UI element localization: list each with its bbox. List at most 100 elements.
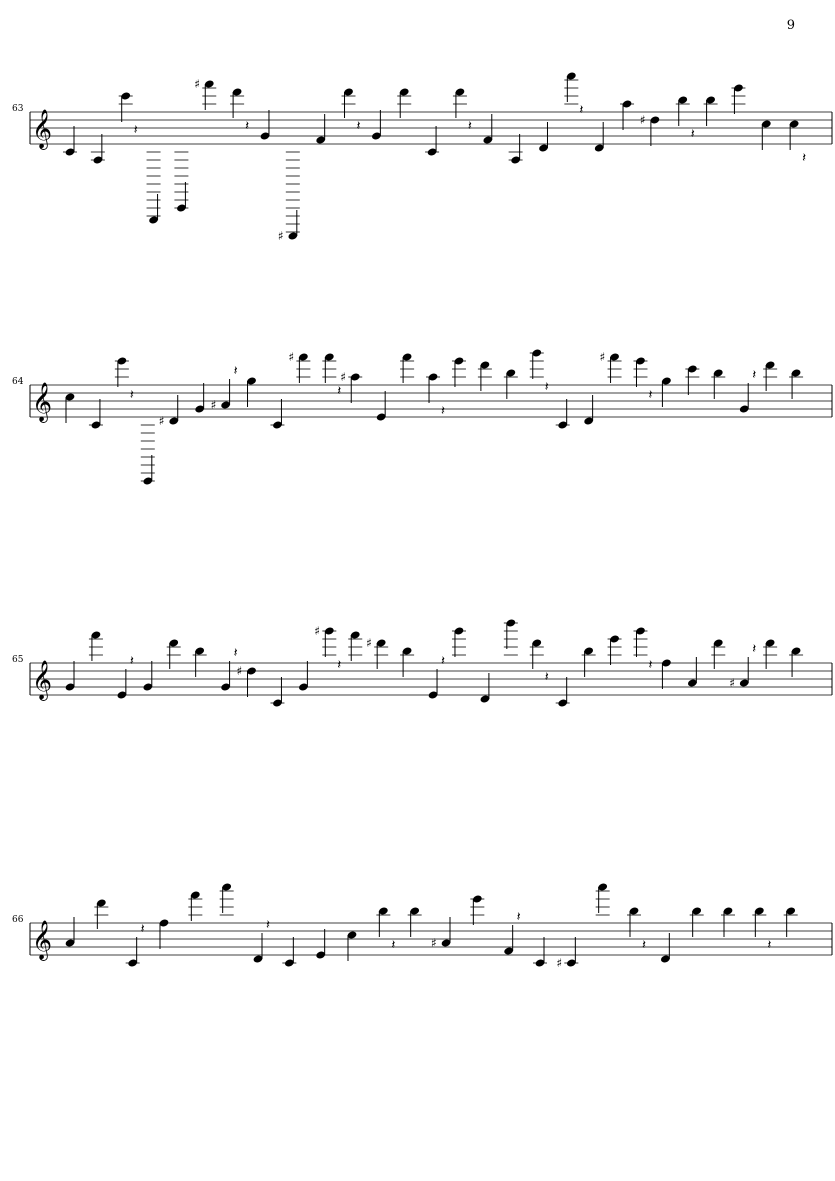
note-head — [791, 647, 801, 655]
note-head — [584, 417, 593, 425]
note-head — [232, 88, 242, 96]
note-head — [117, 357, 127, 365]
note-head — [791, 369, 801, 377]
rest: 𝄽 — [691, 127, 695, 142]
note-head — [299, 683, 308, 691]
rest: 𝄽 — [130, 654, 134, 669]
note-head — [273, 699, 282, 707]
note-head — [472, 895, 482, 903]
note-head — [558, 699, 568, 707]
note-head — [506, 619, 516, 627]
note-head — [65, 148, 75, 156]
note-head — [344, 88, 353, 96]
note-head — [678, 96, 688, 104]
treble-clef: 𝄞 — [32, 109, 52, 150]
note-head — [660, 955, 670, 963]
note-head — [622, 100, 632, 108]
note-head — [504, 947, 514, 955]
note-head — [506, 369, 516, 377]
note-head — [316, 951, 326, 959]
note-head — [288, 232, 298, 240]
sharp-sign: ♯ — [237, 664, 243, 678]
note-head — [786, 907, 796, 915]
note-head — [65, 683, 75, 691]
note-head — [594, 144, 604, 152]
note-head — [350, 373, 360, 381]
rest: 𝄽 — [468, 119, 472, 134]
note-head — [128, 959, 138, 967]
note-head — [650, 116, 660, 124]
note-head — [316, 136, 326, 144]
note-head — [402, 647, 412, 655]
rest: 𝄽 — [642, 938, 646, 953]
note-head — [410, 907, 420, 915]
note-head — [734, 84, 743, 92]
note-head — [706, 96, 715, 104]
note-head — [399, 88, 409, 96]
note-head — [765, 361, 775, 369]
rest: 𝄽 — [337, 384, 341, 399]
measure-number: 66 — [12, 915, 24, 925]
note-head — [789, 120, 799, 128]
note-head — [195, 647, 205, 655]
note-head — [455, 88, 465, 96]
note-head — [143, 683, 153, 691]
sharp-sign: ♯ — [159, 414, 165, 428]
note-head — [629, 907, 639, 915]
page-number: 9 — [786, 18, 795, 33]
note-head — [169, 639, 179, 647]
note-head — [402, 353, 412, 361]
note-head — [324, 353, 334, 361]
staff: 𝄞𝄽𝄽𝄽♯𝄽♯𝄽𝄽 — [29, 883, 833, 970]
rest: 𝄽 — [441, 654, 445, 669]
rest: 𝄽 — [648, 388, 652, 403]
note-head — [93, 156, 103, 164]
sharp-sign: ♯ — [431, 936, 437, 950]
note-head — [428, 373, 438, 381]
sharp-sign: ♯ — [366, 636, 372, 650]
note-head — [480, 361, 490, 369]
note-head — [739, 405, 749, 413]
note-head — [428, 691, 438, 699]
note-head — [713, 369, 723, 377]
note-head — [65, 939, 75, 947]
note-head — [65, 393, 75, 401]
note-head — [91, 421, 101, 429]
rest: 𝄽 — [245, 119, 249, 134]
note-head — [324, 627, 334, 635]
note-head — [454, 627, 464, 635]
sharp-sign: ♯ — [314, 624, 320, 638]
note-head — [692, 907, 702, 915]
note-head — [566, 72, 576, 80]
note-head — [584, 647, 593, 655]
note-head — [754, 907, 764, 915]
system-4: 66 𝄞𝄽𝄽𝄽♯𝄽♯𝄽𝄽 — [0, 883, 835, 983]
rest: 𝄽 — [357, 119, 361, 134]
rest: 𝄽 — [545, 380, 549, 395]
sharp-sign: ♯ — [600, 350, 606, 364]
sharp-sign: ♯ — [194, 77, 200, 91]
note-head — [169, 417, 179, 425]
note-head — [610, 353, 619, 361]
note-head — [687, 365, 697, 373]
note-head — [299, 353, 308, 361]
rest: 𝄽 — [234, 364, 238, 379]
note-head — [91, 631, 101, 639]
note-head — [121, 92, 131, 100]
note-head — [177, 204, 186, 212]
note-head — [376, 639, 386, 647]
note-head — [687, 679, 697, 687]
note-head — [149, 216, 158, 224]
sharp-sign: ♯ — [556, 956, 562, 970]
note-head — [221, 683, 230, 691]
rest: 𝄽 — [130, 388, 134, 403]
note-head — [96, 899, 106, 907]
note-head — [273, 421, 282, 429]
measure-number: 64 — [12, 377, 24, 387]
sharp-sign: ♯ — [211, 398, 217, 412]
rest: 𝄽 — [767, 938, 771, 953]
rest: 𝄽 — [752, 368, 756, 383]
note-head — [247, 377, 256, 385]
note-head — [253, 955, 263, 963]
note-head — [598, 883, 608, 891]
